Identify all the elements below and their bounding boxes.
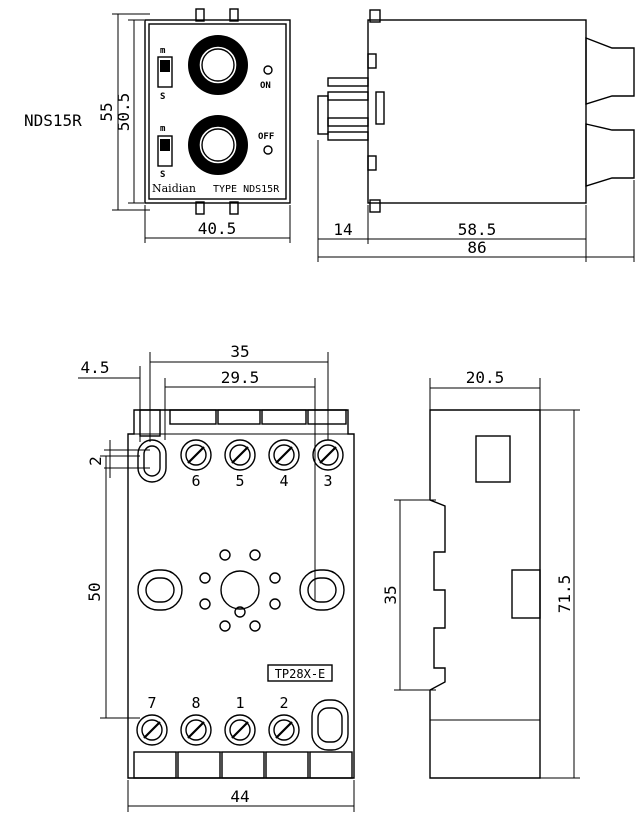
switch-bottom-s: S [160, 170, 165, 180]
dim-71-5: 71.5 [555, 575, 574, 614]
terminal-label-3: 3 [323, 472, 332, 490]
dim-29-5: 29.5 [221, 368, 260, 387]
dim-44: 44 [230, 787, 249, 806]
switch-top-s: S [160, 92, 165, 102]
terminal-label-5: 5 [235, 472, 244, 490]
dim-2: 2 [86, 456, 105, 466]
off-led-icon [263, 145, 273, 155]
dim-20-5: 20.5 [466, 368, 505, 387]
knob-bottom-icon [188, 115, 248, 175]
dim-50: 50 [85, 582, 104, 601]
dim-height-55: 55 [97, 102, 116, 121]
terminal-label-7: 7 [147, 694, 156, 712]
brand-label: Naidian [152, 182, 196, 195]
terminal-label-4: 4 [279, 472, 288, 490]
on-label: ON [260, 81, 271, 91]
dim-4-5: 4.5 [81, 358, 110, 377]
dim-pins-14: 14 [333, 220, 352, 239]
octal-base-icon [199, 549, 281, 632]
switch-bottom-m: m [160, 124, 166, 134]
terminal-label-2: 2 [279, 694, 288, 712]
model-label: NDS15R [24, 111, 82, 130]
dim-height-50-5: 50.5 [114, 93, 133, 132]
socket-top-view: 4.5 35 29.5 2 50 [78, 342, 355, 812]
type-label: TYPE NDS15R [213, 184, 280, 195]
terminal-label-1: 1 [235, 694, 244, 712]
socket-side-view: 20.5 35 71.5 [381, 368, 580, 779]
relay-side-view: 14 58.5 86 [317, 9, 635, 262]
dim-35-side: 35 [381, 585, 400, 604]
terminal-screws-bottom [136, 714, 300, 746]
on-led-icon [263, 65, 273, 75]
dim-width-40-5: 40.5 [198, 219, 237, 238]
relay-front-view: 55 50.5 m S m S ON [97, 8, 291, 243]
off-label: OFF [258, 132, 274, 142]
dim-35: 35 [230, 342, 249, 361]
terminal-label-8: 8 [191, 694, 200, 712]
socket-model-tag: TP28X-E [275, 667, 326, 681]
terminal-screws-top [180, 439, 344, 471]
dim-body-58-5: 58.5 [458, 220, 497, 239]
dim-total-86: 86 [467, 238, 486, 257]
knob-top-icon [188, 35, 248, 95]
switch-top-m: m [160, 46, 166, 56]
terminal-label-6: 6 [191, 472, 200, 490]
